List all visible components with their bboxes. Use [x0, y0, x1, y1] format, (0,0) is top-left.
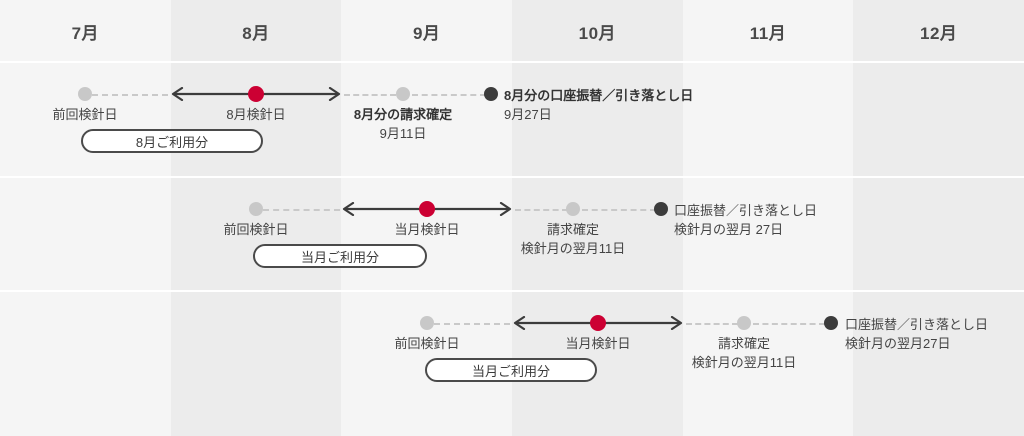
- dashed-segment-billing-to-debit: [412, 94, 486, 96]
- prev-reading-label: 前回検針日: [52, 107, 118, 122]
- month-header-september: 9月: [412, 23, 441, 43]
- current-reading-dot: [590, 315, 606, 331]
- month-header-august: 8月: [242, 23, 270, 43]
- billing-fixed-dot: [396, 87, 410, 101]
- column-december: [853, 0, 1024, 436]
- column-july: [0, 0, 171, 436]
- header-divider: [0, 61, 1024, 63]
- debit-label: 8月分の口座振替／引き落とし日: [504, 88, 694, 103]
- column-august: [170, 0, 342, 436]
- timeline-row-next-month: 前回検針日 当月検針日 請求確定 検針月の翌月11日 口座振替／引き落とし日 検…: [0, 292, 1024, 436]
- timeline-row-august: 前回検針日 8月検針日 8月分の請求確定 9月11日 8月分の口座振替／引き落と…: [0, 63, 1024, 176]
- current-reading-dot: [419, 201, 435, 217]
- column-november: [682, 0, 854, 436]
- current-reading-label: 当月検針日: [394, 222, 460, 237]
- month-header-october: 10月: [578, 23, 617, 43]
- usage-period-pill: 当月ご利用分: [425, 358, 597, 382]
- dashed-segment-arrow-to-billing: [515, 209, 568, 211]
- timeline-row-current-month: 前回検針日 当月検針日 請求確定 検針月の翌月11日 口座振替／引き落とし日 検…: [0, 178, 1024, 290]
- dashed-segment-billing-to-debit: [753, 323, 825, 325]
- billing-fixed-label: 請求確定: [546, 222, 599, 237]
- prev-reading-label: 前回検針日: [223, 222, 289, 237]
- debit-date: 検針月の翌月 27日: [674, 222, 784, 237]
- dashed-segment-prev-to-arrow: [92, 94, 168, 96]
- billing-fixed-date: 検針月の翌月11日: [520, 241, 626, 256]
- month-header-row: 7月 8月 9月 10月 11月 12月: [0, 0, 1024, 62]
- billing-fixed-label: 8月分の請求確定: [353, 107, 453, 122]
- debit-date-dot: [484, 87, 498, 101]
- dashed-segment-arrow-to-billing: [686, 323, 738, 325]
- debit-date: 検針月の翌月27日: [845, 336, 951, 351]
- month-header-july: 7月: [71, 23, 100, 43]
- month-header-november: 11月: [749, 23, 787, 43]
- billing-fixed-dot: [566, 202, 580, 216]
- row-divider-2: [0, 290, 1024, 292]
- debit-date-dot: [824, 316, 838, 330]
- row-divider-1: [0, 176, 1024, 178]
- current-reading-dot: [248, 86, 264, 102]
- prev-reading-dot: [249, 202, 263, 216]
- debit-label: 口座振替／引き落とし日: [845, 317, 989, 332]
- prev-reading-label: 前回検針日: [394, 336, 460, 351]
- billing-fixed-dot: [737, 316, 751, 330]
- debit-date-dot: [654, 202, 668, 216]
- prev-reading-dot: [78, 87, 92, 101]
- billing-fixed-label: 請求確定: [717, 336, 770, 351]
- dashed-segment-arrow-to-billing: [344, 94, 396, 96]
- prev-reading-dot: [420, 316, 434, 330]
- billing-fixed-date: 検針月の翌月11日: [691, 355, 797, 370]
- dashed-segment-billing-to-debit: [582, 209, 656, 211]
- current-reading-label: 当月検針日: [565, 336, 631, 351]
- dashed-segment-prev-to-arrow: [434, 323, 510, 325]
- usage-period-pill: 当月ご利用分: [253, 244, 427, 268]
- month-header-december: 12月: [919, 23, 958, 43]
- dashed-segment-prev-to-arrow: [263, 209, 340, 211]
- billing-fixed-date: 9月11日: [379, 126, 427, 141]
- usage-period-pill: 8月ご利用分: [81, 129, 263, 153]
- current-reading-label: 8月検針日: [226, 107, 286, 122]
- debit-label: 口座振替／引き落とし日: [674, 203, 818, 218]
- debit-date: 9月27日: [504, 107, 552, 122]
